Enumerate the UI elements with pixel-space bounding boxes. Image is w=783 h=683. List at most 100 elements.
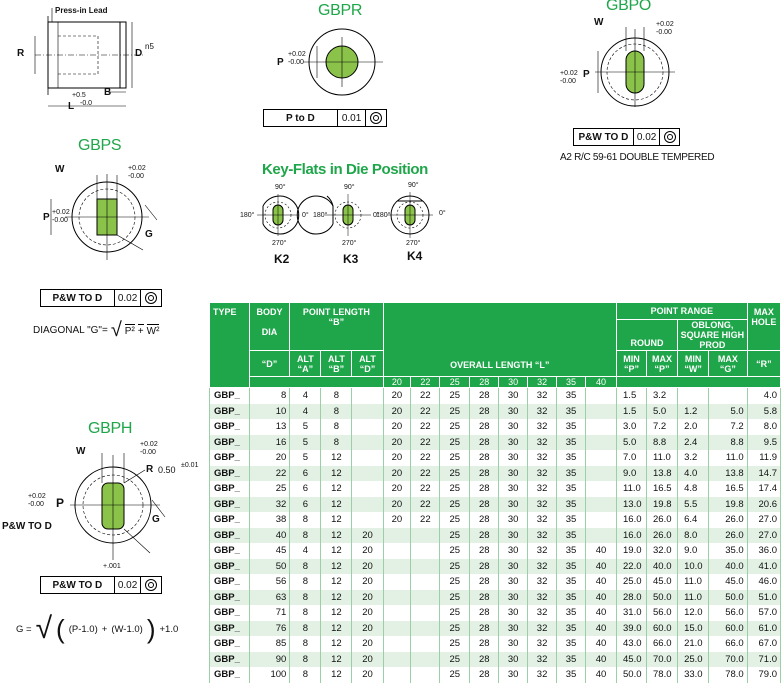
cell-maxp: 40.0 (645, 558, 679, 574)
cell-dia: 71 (248, 605, 291, 621)
cell-l0 (382, 558, 412, 574)
cell-b: 12 (320, 465, 353, 481)
cell-l4: 30 (498, 667, 529, 683)
cell-maxg: 26.0 (708, 527, 748, 543)
formula-end: +1.0 (159, 623, 179, 635)
cell-d: 20 (351, 605, 384, 621)
cell-minp: 11.0 (616, 481, 647, 497)
cell-minp: 7.0 (616, 450, 647, 466)
length-col-header: 40 (584, 376, 618, 388)
material-note: A2 R/C 59-61 DOUBLE TEMPERED (560, 152, 715, 163)
cell-maxp: 45.0 (645, 574, 679, 590)
cell-type: GBP_ (209, 450, 250, 466)
gbpr-tolerance-box: P to D 0.01 (263, 109, 387, 127)
cell-l2: 25 (439, 403, 471, 419)
gbpo-w-label: W (594, 17, 604, 28)
cell-r: 71.0 (746, 651, 782, 667)
cell-l2: 25 (439, 651, 471, 667)
cell-l2: 25 (439, 620, 471, 636)
cell-l0: 20 (382, 403, 412, 419)
cell-minp: 13.0 (616, 496, 647, 512)
cell-dia: 32 (248, 496, 291, 512)
cell-a: 5 (289, 419, 322, 435)
cell-l1: 22 (410, 481, 441, 497)
cell-minw: 12.0 (677, 605, 710, 621)
header-alt-b: ALT “B” (320, 350, 353, 377)
k4-0: 0° (439, 210, 446, 217)
cell-l0 (382, 605, 412, 621)
cell-minp: 50.0 (616, 667, 647, 683)
gbps-p-tol-minus: -0.00 (52, 217, 68, 224)
cell-minw: 2.0 (677, 419, 710, 435)
cell-l4: 30 (498, 558, 529, 574)
cell-l5: 32 (527, 605, 558, 621)
cell-l5: 32 (527, 543, 558, 559)
cell-dia: 25 (248, 481, 291, 497)
cell-l7: 40 (584, 589, 618, 605)
cell-l0: 20 (382, 496, 412, 512)
cell-dia: 56 (248, 574, 291, 590)
cell-d (351, 419, 384, 435)
l-label: L (68, 101, 75, 112)
cell-dia: 100 (248, 667, 291, 683)
gbpo-title: GBPO (606, 0, 652, 14)
cell-l2: 25 (439, 543, 471, 559)
cell-minp: 16.0 (616, 512, 647, 528)
cell-a: 8 (289, 574, 322, 590)
cell-minw: 6.4 (677, 512, 710, 528)
cell-l5: 32 (527, 387, 558, 404)
cell-minw: 5.5 (677, 496, 710, 512)
cell-l0 (382, 651, 412, 667)
cell-type: GBP_ (209, 543, 250, 559)
cell-l5: 32 (527, 589, 558, 605)
header-type: TYPE (209, 302, 250, 388)
cell-l4: 30 (498, 620, 529, 636)
cell-maxp: 66.0 (645, 636, 679, 652)
gbph-p-tol-minus: -0.00 (28, 501, 44, 508)
header-alt-d: ALT “D” (351, 350, 384, 377)
cell-l5: 32 (527, 434, 558, 450)
cell-a: 8 (289, 651, 322, 667)
k2-270: 270° (272, 240, 287, 247)
cell-maxg: 19.8 (708, 496, 748, 512)
cell-l6: 35 (556, 574, 586, 590)
cell-dia: 85 (248, 636, 291, 652)
cell-l3: 28 (469, 543, 500, 559)
cell-l1: 22 (410, 434, 441, 450)
cell-dia: 38 (248, 512, 291, 528)
header-min-p: MIN “P” (616, 350, 647, 377)
cell-b: 12 (320, 620, 353, 636)
cell-a: 8 (289, 667, 322, 683)
cell-minp: 31.0 (616, 605, 647, 621)
cell-l2: 25 (439, 387, 471, 404)
cell-maxg: 5.0 (708, 403, 748, 419)
l-tol-minus: -0.0 (80, 100, 93, 107)
cell-l1 (410, 651, 441, 667)
gbpo-box-label: P&W TO D (574, 129, 634, 145)
cell-r: 9.5 (746, 434, 782, 450)
cell-dia: 45 (248, 543, 291, 559)
cell-minp: 16.0 (616, 527, 647, 543)
diagonal-formula: DIAGONAL "G"= √ P² + W² (33, 320, 160, 340)
cell-l1: 22 (410, 496, 441, 512)
cell-d: 20 (351, 620, 384, 636)
cell-maxg: 66.0 (708, 636, 748, 652)
b-label: B (104, 87, 112, 98)
cell-l0 (382, 667, 412, 683)
k4-label: K4 (407, 249, 423, 263)
gbps-p-tol-plus: +0.02 (52, 209, 70, 216)
cell-d: 20 (351, 574, 384, 590)
cell-r: 4.0 (746, 387, 782, 404)
sqrt-icon: √ (35, 612, 53, 645)
cell-minw: 25.0 (677, 651, 710, 667)
cell-l5: 32 (527, 527, 558, 543)
k3-0: 0° (373, 212, 380, 219)
cell-l7: 40 (584, 605, 618, 621)
cell-d (351, 481, 384, 497)
